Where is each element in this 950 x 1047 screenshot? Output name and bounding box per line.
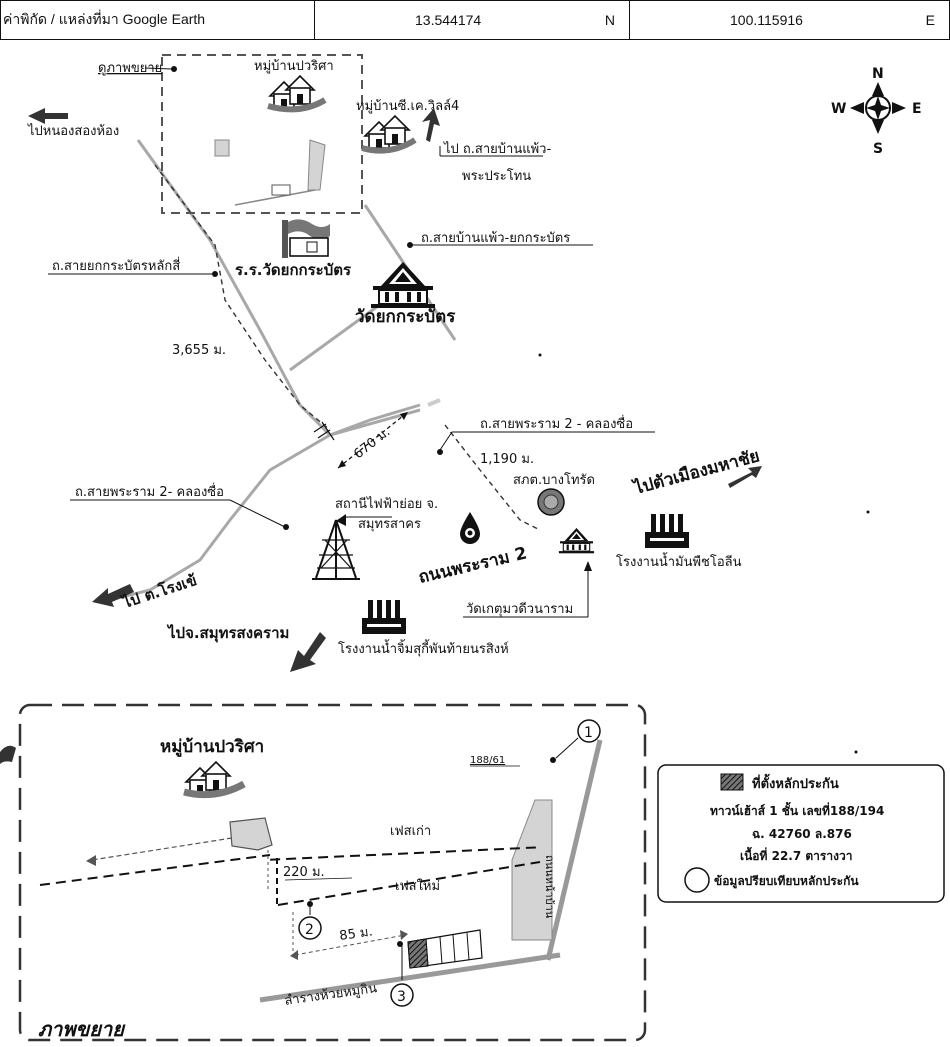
temple-yokkrabat-icon xyxy=(370,261,436,309)
legend-deed: ฉ. 42760 ล.876 xyxy=(752,827,852,841)
zoom-area-block xyxy=(307,139,326,191)
zoom-area-box[interactable] xyxy=(161,54,363,214)
village-ck-label: หมู่บ้านซี.เค.วิลล์4 xyxy=(356,98,459,114)
arrow-to-mahachai-icon xyxy=(728,466,762,488)
collateral-unit[interactable] xyxy=(407,938,429,969)
legend-comparison-circle xyxy=(684,867,710,893)
compass-south: S xyxy=(873,141,883,157)
longitude-value: 100.115916 xyxy=(730,12,803,28)
distance-85-label: 85 ม. xyxy=(338,924,373,944)
marker-3[interactable] xyxy=(390,983,414,1007)
temple-ketmuti-icon xyxy=(558,527,595,554)
coordinate-source-cell: ค่าพิกัด / แหล่งที่มา Google Earth xyxy=(1,1,316,39)
inset-house-no-label: 188/61 xyxy=(470,755,505,766)
road-rama2-b-label: ถ.สายพระราม 2- คลองซื่อ xyxy=(75,483,224,500)
to-rong-khe-label: ไป ต.โรงเข้ xyxy=(118,570,199,612)
canal-label: ลำรางห้วยหมูกิน xyxy=(283,981,378,1009)
inset-gray-block xyxy=(511,799,553,941)
latitude-value: 13.544174 xyxy=(415,12,482,28)
sauce-factory-label: โรงงานน้ำจิ้มสุกี้พันท้ายนรสิงห์ xyxy=(338,639,509,657)
to-road-ban-phaeo-label-1: ไป ถ.สายบ้านแพ้ว- xyxy=(443,141,551,157)
compass-north: N xyxy=(872,66,884,82)
rama2-road-label: ถนนพระราม 2 xyxy=(417,543,529,587)
oil-factory-label: โรงงานน้ำมันพืชโอลีน xyxy=(616,552,742,570)
zoom-area-plot xyxy=(214,139,230,157)
new-phase-label: เฟสใหม่ xyxy=(395,878,440,894)
distance-670-label: 670 ม. xyxy=(351,425,393,462)
inset-village-label: หมู่บ้านปวริศา xyxy=(160,737,264,758)
zoom-area-houses xyxy=(271,184,291,196)
old-phase-label: เฟสเก่า xyxy=(390,824,431,839)
road-ban-phaeo-yokkrabat-label: ถ.สายบ้านแพ้ว-ยกกระบัตร xyxy=(421,231,570,246)
legend-area: เนื้อที่ 22.7 ตารางวา xyxy=(740,846,852,863)
coordinate-source-label: ค่าพิกัด / แหล่งที่มา Google Earth xyxy=(3,11,206,27)
marker-3-label: 3 xyxy=(397,989,406,1005)
road-yokkrabat-lak-si-label: ถ.สายยกกระบัตรหลักสี่ xyxy=(52,257,180,274)
marker-1[interactable] xyxy=(577,719,601,743)
village-pawarisa-label: หมู่บ้านปวริศา xyxy=(254,59,334,74)
latitude-direction: N xyxy=(604,12,616,28)
inset-title: ภาพขยาย xyxy=(38,1017,126,1041)
longitude-direction: E xyxy=(925,12,935,28)
to-road-ban-phaeo-label-2: พระประโทน xyxy=(462,168,531,184)
village-ck-house-icon xyxy=(364,115,410,149)
school-label: ร.ร.วัดยกกระบัตร xyxy=(235,261,352,279)
legend-collateral-swatch xyxy=(720,773,744,791)
distance-3655-label: 3,655 ม. xyxy=(172,343,226,358)
oil-factory-icon xyxy=(645,514,689,548)
police-label: สภต.บางโทรัด xyxy=(513,472,595,488)
power-tower-icon xyxy=(312,519,360,580)
legend-property-desc: ทาวน์เฮ้าส์ 1 ชั้น เลขที่188/194 xyxy=(710,801,884,818)
marker-2[interactable] xyxy=(298,916,322,940)
latitude-cell: 13.544174 N xyxy=(315,1,631,39)
substation-label-2: สมุทรสาคร xyxy=(358,517,421,532)
legend-collateral-label: ที่ตั้งหลักประกัน xyxy=(752,773,839,792)
compass-rose: N S W E xyxy=(831,66,922,157)
marker-2-label: 2 xyxy=(305,922,314,938)
temple-ketmuti-label: วัดเกตุมวดีวนาราม xyxy=(466,601,573,617)
gas-station-icon xyxy=(460,512,480,544)
inset-old-plot xyxy=(229,817,273,851)
arrow-to-rong-khe-icon xyxy=(92,584,134,607)
compass-east: E xyxy=(912,101,922,117)
inset-frame xyxy=(18,703,647,1042)
inset-vertical-road-label: ถนนหน้าบ้าน xyxy=(543,855,556,919)
to-nong-song-hong-label: ไปหนองสองห้อง xyxy=(27,123,119,139)
arrow-west-icon xyxy=(28,108,68,124)
arrow-to-ban-phaeo-icon xyxy=(422,108,440,142)
arrow-to-samut-songkhram-icon xyxy=(290,632,326,672)
sauce-factory-icon xyxy=(362,600,406,634)
legend-box xyxy=(657,764,945,903)
village-house-icon xyxy=(269,75,315,109)
longitude-cell: 100.115916 E xyxy=(630,1,949,39)
distance-220-label: 220 ม. xyxy=(283,865,325,880)
legend-comparison-label: ข้อมูลปรียบเทียบหลักประกัน xyxy=(714,874,859,889)
townhouse-row xyxy=(407,929,483,969)
substation-label-1: สถานีไฟฟ้าย่อย จ. xyxy=(335,496,438,512)
marker-1-label: 1 xyxy=(584,725,593,741)
police-seal-icon xyxy=(537,488,565,516)
to-mahachai-label: ไปตัวเมืองมหาชัย xyxy=(630,445,762,499)
coordinate-header: ค่าพิกัด / แหล่งที่มา Google Earth 13.54… xyxy=(0,0,950,40)
temple-yokkrabat-label: วัดยกกระบัตร xyxy=(355,307,456,327)
compass-west: W xyxy=(831,101,846,117)
distance-1190-label: 1,190 ม. xyxy=(480,452,534,467)
zoom-view-label[interactable]: ดูภาพขยาย xyxy=(98,61,162,76)
route-dashed xyxy=(154,164,541,531)
to-samut-songkhram-label: ไปจ.สมุทรสงคราม xyxy=(166,623,289,643)
road-rama2-a-label: ถ.สายพระราม 2 - คลองซื่อ xyxy=(480,415,633,432)
distance-670-marker xyxy=(313,411,409,469)
school-icon xyxy=(282,219,330,258)
